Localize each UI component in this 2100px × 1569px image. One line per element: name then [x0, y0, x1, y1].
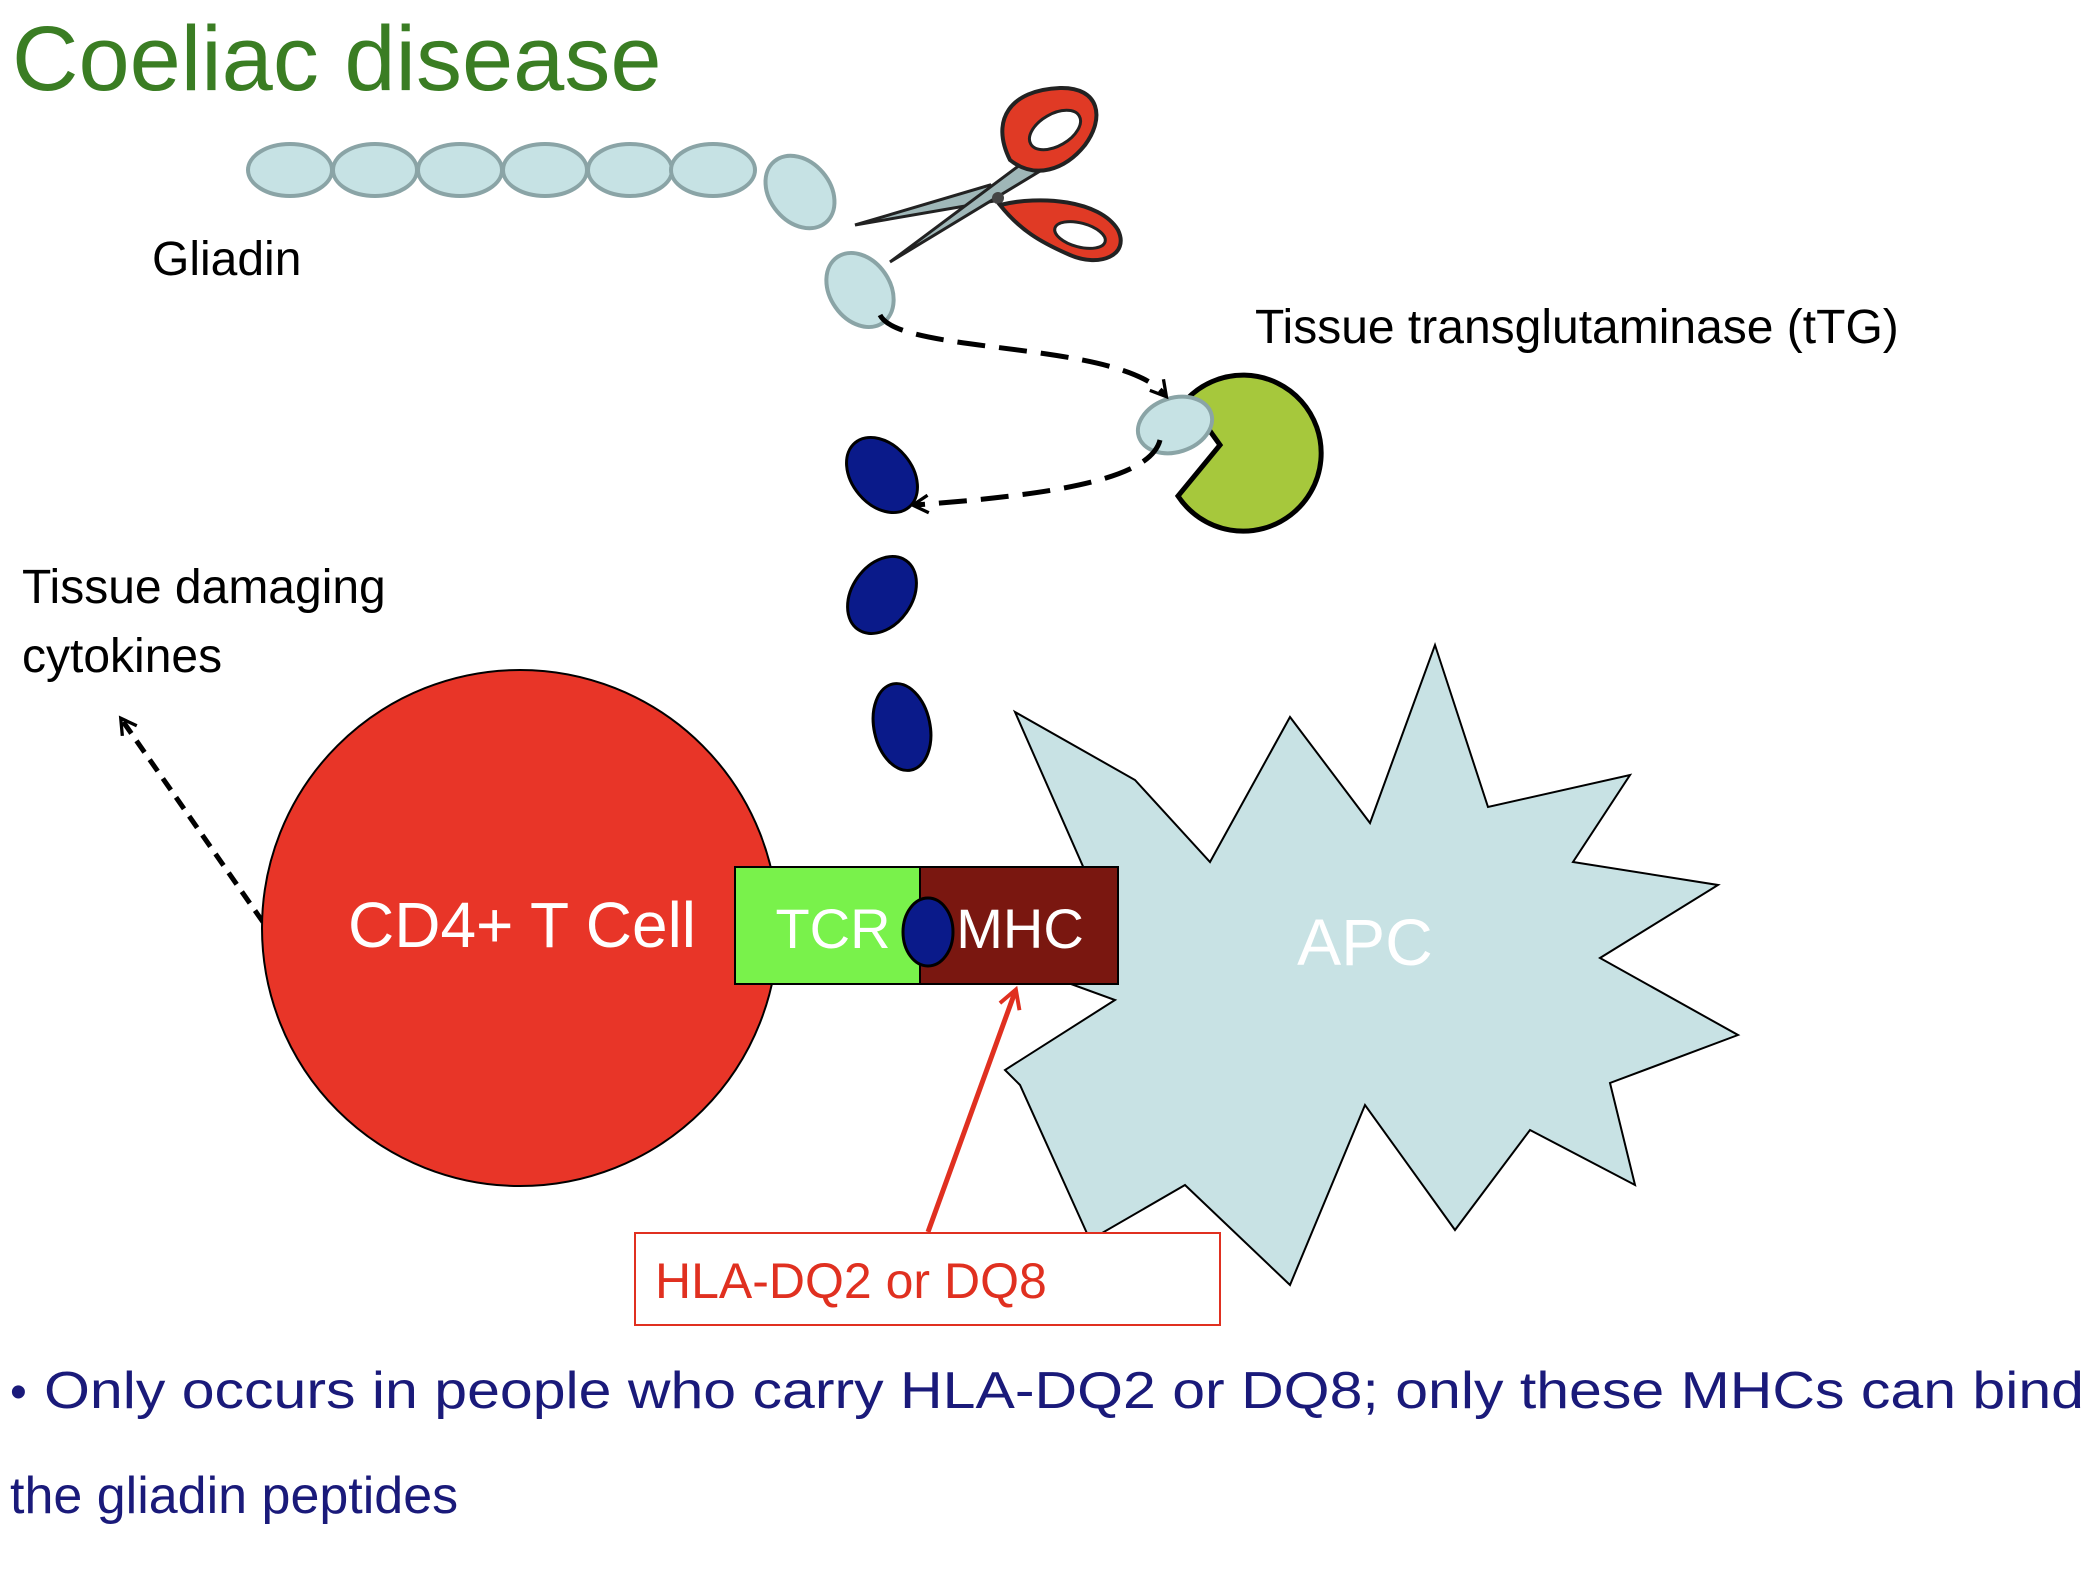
tcr-box [734, 866, 921, 985]
gliadin-bead [331, 142, 419, 198]
dashed-arrow-from-ttg [909, 439, 1163, 515]
peptide [846, 555, 918, 635]
scissors-icon [854, 85, 1123, 264]
tcell-label: CD4+ T Cell [348, 889, 696, 961]
apc-label: APC [1297, 905, 1433, 979]
hla-box [634, 1232, 1221, 1326]
gliadin-bead [586, 142, 674, 198]
bullet-line-1: Only occurs in people who carry HLA-DQ2 … [44, 1362, 2084, 1420]
gliadin-label: Gliadin [152, 233, 301, 286]
hla-label: HLA-DQ2 or DQ8 [655, 1253, 1047, 1309]
presented-peptide [901, 896, 955, 968]
cytokines-label-line1: Tissue damaging [22, 561, 386, 614]
ttg-enzyme [1174, 372, 1324, 534]
peptide [871, 682, 933, 772]
deamidated-peptides [845, 435, 933, 772]
tcr-label: TCR [775, 897, 890, 960]
peptide [845, 435, 919, 515]
gliadin-chain [246, 142, 896, 330]
slide-title: Coeliac disease [12, 8, 661, 110]
bullet-marker: • [10, 1366, 27, 1419]
ttg-label: Tissue transglutaminase (tTG) [1255, 301, 1899, 354]
gliadin-bead [501, 142, 589, 198]
cytokines-label-line2: cytokines [22, 630, 222, 683]
gliadin-bead [669, 142, 757, 198]
gliadin-bead-loose [763, 153, 837, 231]
cytokines-arrow [118, 715, 266, 924]
gliadin-bound-to-ttg [1135, 394, 1215, 456]
mhc-label: MHC [956, 897, 1084, 960]
dashed-arrow-to-ttg [877, 313, 1169, 400]
bullet-line-2: the gliadin peptides [10, 1467, 458, 1525]
gliadin-bead [416, 142, 504, 198]
apc-cell [1002, 641, 1741, 1287]
gliadin-fragment [824, 250, 896, 330]
hla-arrow [925, 985, 1022, 1233]
gliadin-bead [246, 142, 334, 198]
